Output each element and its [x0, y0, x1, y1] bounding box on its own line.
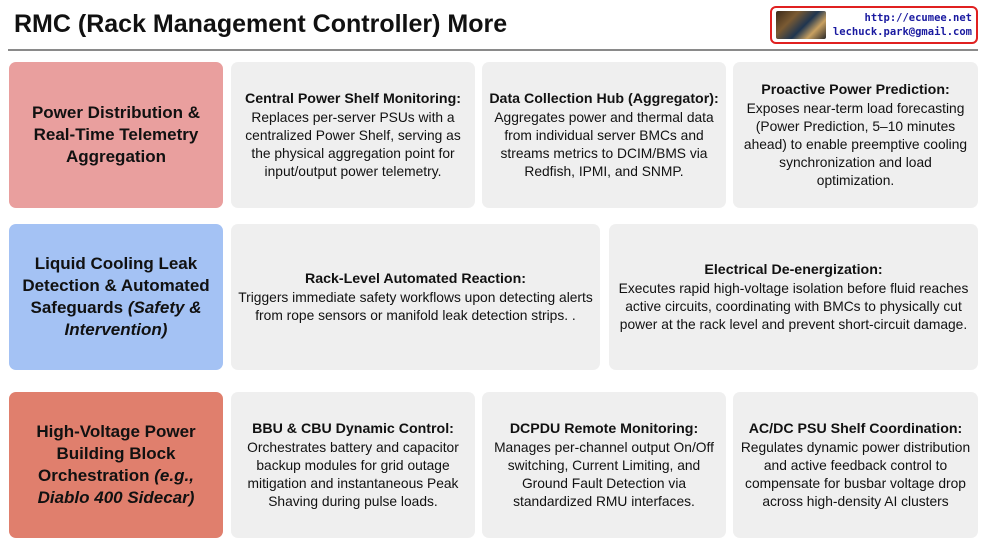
- card-title: Electrical De-energization:: [704, 261, 883, 278]
- category-emphasis: (e.g., Diablo 400 Sidecar): [37, 466, 195, 507]
- contact-info: http://ecumee.net lechuck.park@gmail.com: [826, 11, 972, 39]
- card-bbu-cbu-control: BBU & CBU Dynamic Control: Orchestrates …: [231, 392, 475, 538]
- category-label: Liquid Cooling Leak Detection & Automate…: [22, 254, 210, 317]
- card-title: AC/DC PSU Shelf Coordination:: [748, 420, 963, 437]
- card-body: Aggregates power and thermal data from i…: [494, 109, 714, 179]
- card-title: Proactive Power Prediction:: [761, 81, 950, 98]
- card-psu-shelf-coordination: AC/DC PSU Shelf Coordination: Regulates …: [733, 392, 978, 538]
- card-body: Exposes near-term load forecasting (Powe…: [743, 100, 968, 188]
- title-divider: [8, 49, 978, 51]
- category-emphasis: (Safety & Intervention): [64, 298, 202, 339]
- category-leak-detection: Liquid Cooling Leak Detection & Automate…: [9, 224, 223, 370]
- category-label: High-Voltage Power Building Block Orches…: [36, 422, 196, 485]
- card-body: Orchestrates battery and capacitor backu…: [247, 439, 459, 509]
- card-central-power-shelf: Central Power Shelf Monitoring: Replaces…: [231, 62, 475, 208]
- page-title: RMC (Rack Management Controller) More: [14, 10, 508, 38]
- contact-box: http://ecumee.net lechuck.park@gmail.com: [770, 6, 978, 44]
- category-high-voltage-orchestration: High-Voltage Power Building Block Orches…: [9, 392, 223, 538]
- card-electrical-deenergization: Electrical De-energization: Executes rap…: [609, 224, 978, 370]
- category-label: Power Distribution & Real-Time Telemetry…: [31, 103, 201, 166]
- card-body: Regulates dynamic power distribution and…: [740, 439, 971, 509]
- card-body: Triggers immediate safety workflows upon…: [238, 289, 593, 323]
- card-body: Replaces per-server PSUs with a centrali…: [245, 109, 461, 179]
- card-title: BBU & CBU Dynamic Control:: [252, 420, 454, 437]
- card-data-collection-hub: Data Collection Hub (Aggregator): Aggreg…: [482, 62, 726, 208]
- card-proactive-power-prediction: Proactive Power Prediction: Exposes near…: [733, 62, 978, 208]
- card-body: Manages per-channel output On/Off switch…: [494, 439, 714, 509]
- card-body: Executes rapid high-voltage isolation be…: [618, 280, 969, 332]
- contact-email[interactable]: lechuck.park@gmail.com: [832, 26, 972, 38]
- card-title: Rack-Level Automated Reaction:: [304, 270, 526, 287]
- card-rack-level-reaction: Rack-Level Automated Reaction: Triggers …: [231, 224, 600, 370]
- author-logo-icon: [776, 11, 826, 39]
- card-title: Data Collection Hub (Aggregator):: [489, 90, 719, 107]
- card-dcpdu-monitoring: DCPDU Remote Monitoring: Manages per-cha…: [482, 392, 726, 538]
- contact-url[interactable]: http://ecumee.net: [864, 12, 972, 24]
- card-title: Central Power Shelf Monitoring:: [245, 90, 461, 107]
- category-power-distribution: Power Distribution & Real-Time Telemetry…: [9, 62, 223, 208]
- card-title: DCPDU Remote Monitoring:: [509, 420, 699, 437]
